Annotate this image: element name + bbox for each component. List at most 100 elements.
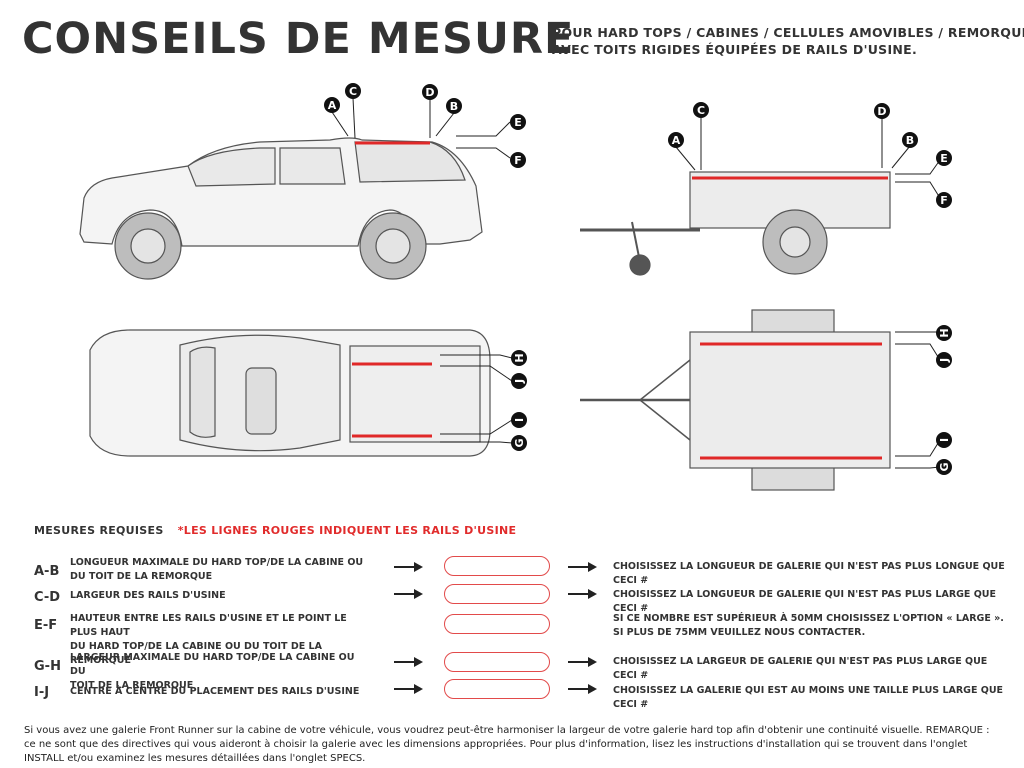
measure-result: CHOISISSEZ LA GALERIE QUI EST AU MOINS U… bbox=[613, 685, 1004, 710]
trailer-top-view bbox=[580, 309, 891, 491]
callout-b-trailer-label: B bbox=[906, 134, 914, 147]
truck-front-rim bbox=[130, 228, 166, 264]
measures-heading: MESURES REQUISES *LES LIGNES ROUGES INDI… bbox=[34, 524, 516, 537]
callout-a: A bbox=[324, 97, 340, 113]
measure-desc-line-1: HAUTEUR ENTRE LES RAILS D'USINE ET LE PO… bbox=[70, 613, 347, 638]
measure-desc-line-1: LARGEUR MAXIMALE DU HARD TOP/DE LA CABIN… bbox=[70, 652, 355, 677]
arrow-icon bbox=[394, 684, 423, 694]
subtitle-line-2: AVEC TOITS RIGIDES ÉQUIPÉES DE RAILS D'U… bbox=[552, 42, 918, 57]
trailer-fender-top bbox=[751, 309, 835, 335]
callout-j: J bbox=[511, 373, 527, 389]
measure-code: C-D bbox=[34, 590, 61, 605]
trailer-box-top bbox=[689, 331, 891, 469]
callout-d-trailer-label: D bbox=[877, 105, 886, 118]
measure-description: CENTRE À CENTRE DU PLACEMENT DES RAILS D… bbox=[70, 686, 360, 697]
measure-result-line-2: SI PLUS DE 75MM VEUILLEZ NOUS CONTACTER. bbox=[613, 627, 866, 638]
leader-lines bbox=[331, 97, 941, 469]
callout-h: H bbox=[511, 350, 527, 366]
measure-result: CHOISISSEZ LA LONGUEUR DE GALERIE QUI N'… bbox=[613, 561, 1005, 586]
truck-windshield bbox=[189, 346, 216, 438]
truck-rear-window bbox=[279, 147, 346, 185]
measure-result: SI CE NOMBRE EST SUPÉRIEUR À 50MM CHOISI… bbox=[613, 612, 1013, 640]
footer-note: Si vous avez une galerie Front Runner su… bbox=[24, 725, 990, 764]
truck-rear-rim bbox=[375, 228, 411, 264]
hardtop-side bbox=[354, 141, 466, 183]
measure-code: E-F bbox=[34, 618, 58, 633]
callout-b-label: B bbox=[450, 100, 458, 113]
measure-code: G-H bbox=[34, 659, 61, 674]
subtitle-line-1: POUR HARD TOPS / CABINES / CELLULES AMOV… bbox=[552, 25, 1024, 40]
measures-heading-text: MESURES REQUISES bbox=[34, 524, 164, 537]
arrow-icon bbox=[568, 562, 597, 572]
measure-description: HAUTEUR ENTRE LES RAILS D'USINE ET LE PO… bbox=[70, 612, 370, 668]
measure-desc-line-2: DU TOIT DE LA REMORQUE bbox=[70, 571, 213, 582]
measure-input-box[interactable] bbox=[444, 556, 550, 576]
factory-rail-note: *LES LIGNES ROUGES INDIQUENT LES RAILS D… bbox=[177, 524, 517, 537]
arrow-icon bbox=[394, 589, 423, 599]
jockey-wheel bbox=[629, 254, 651, 276]
truck-sunroof bbox=[245, 367, 277, 435]
measure-input-box[interactable] bbox=[444, 679, 550, 699]
trailer-side-view bbox=[580, 171, 891, 276]
callout-c-trailer-label: C bbox=[697, 104, 705, 117]
measure-code: A-B bbox=[34, 564, 60, 579]
measure-input-box[interactable] bbox=[444, 584, 550, 604]
callout-i: I bbox=[511, 412, 527, 428]
callout-j-trailer-label: J bbox=[938, 358, 951, 363]
callout-f-trailer-label: F bbox=[940, 194, 948, 207]
callout-i-trailer: I bbox=[936, 432, 952, 448]
callout-a-trailer-label: A bbox=[672, 134, 681, 147]
callout-b: B bbox=[446, 98, 462, 114]
measure-description: LARGEUR DES RAILS D'USINE bbox=[70, 590, 226, 601]
callout-d-label: D bbox=[425, 86, 434, 99]
measure-desc-line-2: TOIT DE LA REMORQUE bbox=[70, 680, 194, 691]
callout-i-label: I bbox=[513, 418, 526, 422]
arrow-icon bbox=[568, 657, 597, 667]
trailer-a-frame-1 bbox=[639, 359, 691, 401]
callout-e: E bbox=[510, 114, 526, 130]
measure-result: CHOISISSEZ LA LONGUEUR DE GALERIE QUI N'… bbox=[613, 589, 997, 614]
callout-f: F bbox=[510, 152, 526, 168]
callout-g-trailer-label: G bbox=[938, 462, 951, 471]
callout-g-label: G bbox=[513, 438, 526, 447]
callout-c-trailer: C bbox=[693, 102, 709, 118]
trailer-fender-bottom bbox=[751, 465, 835, 491]
callout-g-trailer: G bbox=[936, 459, 952, 475]
callout-h-trailer-label: H bbox=[938, 328, 951, 337]
measure-description: LONGUEUR MAXIMALE DU HARD TOP/DE LA CABI… bbox=[70, 556, 370, 584]
measure-description: LARGEUR MAXIMALE DU HARD TOP/DE LA CABIN… bbox=[70, 651, 370, 693]
callout-i-trailer-label: I bbox=[938, 438, 951, 442]
hardtop-top bbox=[349, 345, 481, 443]
page-subtitle: POUR HARD TOPS / CABINES / CELLULES AMOV… bbox=[552, 24, 1024, 58]
measure-result-line-1: SI CE NOMBRE EST SUPÉRIEUR À 50MM CHOISI… bbox=[613, 613, 1004, 624]
arrow-icon bbox=[394, 562, 423, 572]
measure-input-box[interactable] bbox=[444, 652, 550, 672]
measure-input-box[interactable] bbox=[444, 614, 550, 634]
callout-d: D bbox=[422, 84, 438, 100]
trailer-rim bbox=[779, 226, 811, 258]
truck-front-window bbox=[187, 147, 276, 187]
page-title: CONSEILS DE MESURE bbox=[22, 14, 575, 64]
truck-top-view bbox=[89, 329, 491, 457]
truck-side-view bbox=[79, 137, 483, 280]
arrow-icon bbox=[568, 589, 597, 599]
callout-a-trailer: A bbox=[668, 132, 684, 148]
arrow-icon bbox=[568, 684, 597, 694]
callout-e-trailer: E bbox=[936, 150, 952, 166]
callout-c: C bbox=[345, 83, 361, 99]
callout-j-trailer: J bbox=[936, 352, 952, 368]
measure-code: I-J bbox=[34, 685, 50, 700]
measure-desc-line-1: LONGUEUR MAXIMALE DU HARD TOP/DE LA CABI… bbox=[70, 557, 364, 568]
jockey-post bbox=[631, 221, 641, 263]
trailer-a-frame-2 bbox=[639, 399, 691, 441]
arrow-icon bbox=[394, 657, 423, 667]
callouts: A C D B E F A C D B E F H J I G H J I G bbox=[324, 83, 952, 475]
callout-e-trailer-label: E bbox=[940, 152, 948, 165]
callout-b-trailer: B bbox=[902, 132, 918, 148]
callout-h-trailer: H bbox=[936, 325, 952, 341]
callout-d-trailer: D bbox=[874, 103, 890, 119]
callout-c-label: C bbox=[349, 85, 357, 98]
measure-result: CHOISISSEZ LA LARGEUR DE GALERIE QUI N'E… bbox=[613, 656, 988, 681]
callout-f-label: F bbox=[514, 154, 522, 167]
measure-desc-line-2: DU HARD TOP/DE LA CABINE OU DU TOIT DE L… bbox=[70, 641, 322, 666]
